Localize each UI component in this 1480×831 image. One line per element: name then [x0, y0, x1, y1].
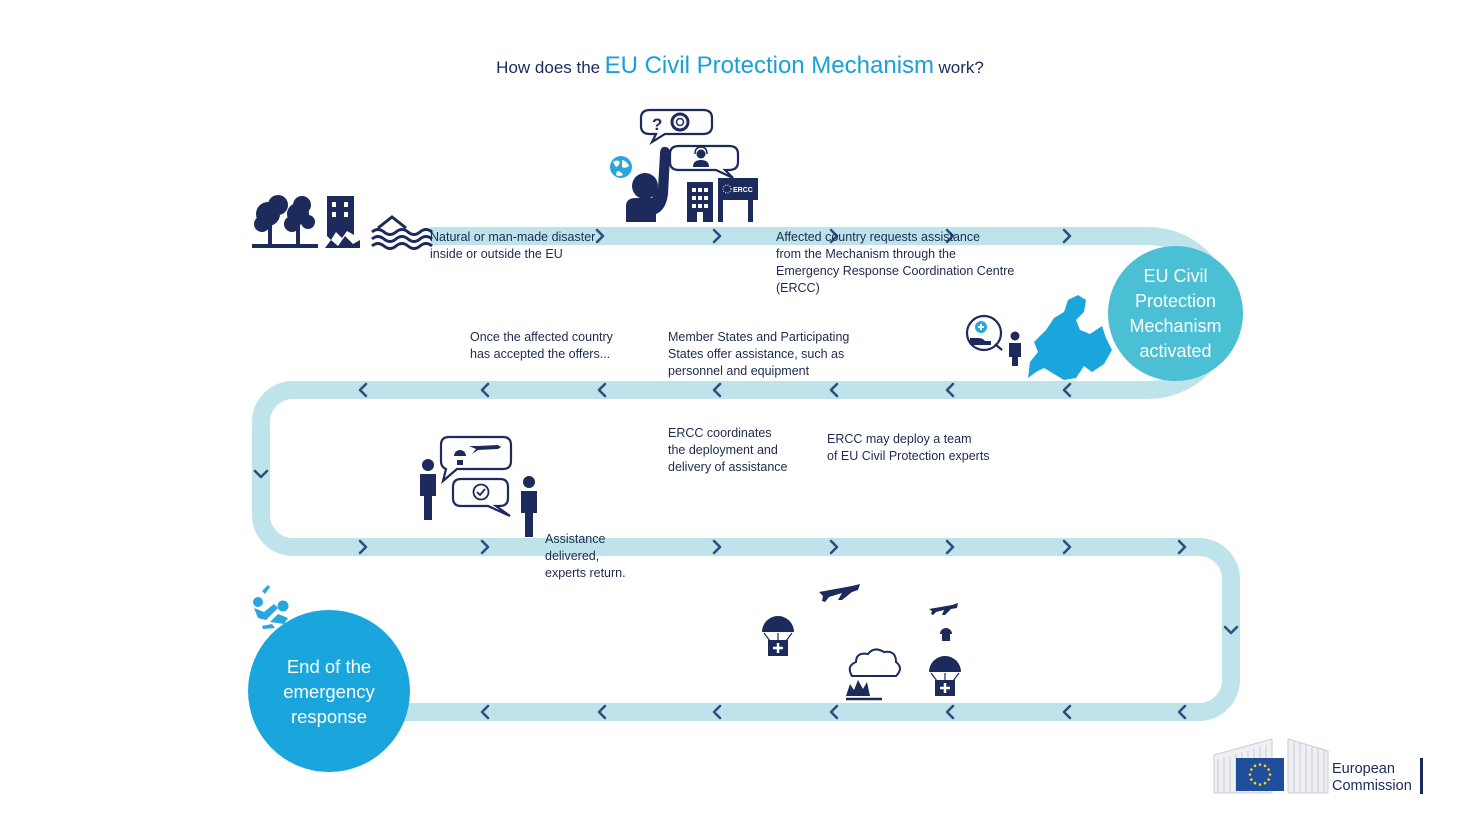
person-icon: [420, 459, 436, 520]
chevron-icon: [712, 539, 722, 555]
parachute-aid-icon: [762, 616, 794, 656]
chevron-icon: [480, 382, 490, 398]
eu-stars: [1248, 763, 1272, 786]
chevron-icon: [1062, 228, 1072, 244]
help-hand-icon: [965, 314, 1003, 352]
parachute-aid-icon: [940, 628, 952, 641]
chevron-icon: [945, 382, 955, 398]
eu-star-icon: [1258, 783, 1262, 786]
plane-icon: [929, 603, 958, 615]
page-title: How does the EU Civil Protection Mechani…: [0, 52, 1480, 80]
chevron-icon: [253, 469, 269, 479]
flood-icon: [371, 215, 433, 250]
eu-star-icon: [1263, 781, 1267, 785]
eu-star-icon: [1253, 764, 1257, 768]
eu-flag-icon: [1236, 758, 1284, 791]
chevron-icon: [1223, 625, 1239, 635]
eu-star-icon: [1253, 781, 1257, 785]
question-lifebuoy-bubble-icon: ?: [639, 108, 714, 145]
person-waving-icon: [626, 146, 671, 222]
chevron-icon: [829, 539, 839, 555]
eu-star-icon: [1268, 773, 1272, 776]
step-coordinates-label: ERCC coordinates the deployment and deli…: [668, 426, 788, 474]
person-icon: [521, 476, 537, 537]
chevron-icon: [1062, 704, 1072, 720]
chevron-icon: [1062, 382, 1072, 398]
step-accepted-label: Once the affected country has accepted t…: [470, 330, 613, 361]
eu-star-icon: [1250, 778, 1253, 781]
chevron-icon: [358, 539, 368, 555]
chevron-icon: [945, 539, 955, 555]
hospital-building-icon: [687, 182, 713, 222]
people-conversation-icon: [420, 435, 537, 537]
chevron-icon: [597, 704, 607, 720]
chevron-icon: [945, 704, 955, 720]
chevron-icon: [829, 382, 839, 398]
step-request-label: Affected country requests assistance fro…: [776, 230, 1015, 295]
chevron-icon: [1177, 539, 1187, 555]
end-of-response-circle: End of the emergency response: [248, 610, 410, 772]
chevron-icon: [480, 539, 490, 555]
damaged-building-icon: [325, 196, 360, 248]
ercc-sign-text: ERCC: [733, 187, 753, 194]
ercc-sign-icon: ERCC: [718, 178, 758, 222]
chevron-icon: [358, 382, 368, 398]
rescue-icon: [253, 585, 289, 629]
european-commission-text: European Commission: [1332, 761, 1412, 794]
direction-chevrons: [253, 228, 1239, 720]
step-offer-label: Member States and Participating States o…: [668, 330, 850, 378]
chevron-icon: [829, 228, 839, 244]
eu-star-icon: [1267, 778, 1270, 781]
step-disaster-label: Natural or man-made disaster inside or o…: [430, 230, 596, 261]
title-highlight: EU Civil Protection Mechanism: [604, 52, 935, 79]
chevron-icon: [945, 228, 955, 244]
eu-star-icon: [1248, 773, 1252, 776]
chevron-icon: [712, 228, 722, 244]
chevron-icon: [712, 704, 722, 720]
mechanism-activated-circle: EU Civil Protection Mechanism activated: [1108, 246, 1243, 381]
step-delivered-label: Assistance delivered, experts return.: [545, 532, 626, 580]
chevron-icon: [597, 382, 607, 398]
chevron-icon: [829, 704, 839, 720]
globe-icon: [610, 156, 632, 178]
eu-star-icon: [1250, 768, 1253, 771]
eu-star-icon: [1267, 768, 1270, 771]
chevron-icon: [1177, 704, 1187, 720]
title-prefix: How does the: [496, 58, 601, 77]
europe-map-icon: [1028, 295, 1112, 380]
step-deploy-team-label: ERCC may deploy a team of EU Civil Prote…: [827, 432, 990, 463]
eu-star-icon: [1263, 764, 1267, 768]
trees-icon: [252, 195, 318, 248]
svg-text:?: ?: [652, 115, 662, 134]
chevron-icon: [1062, 539, 1072, 555]
chevron-icon: [712, 382, 722, 398]
plane-icon: [819, 584, 860, 602]
european-commission-logo: [1213, 738, 1329, 794]
call-center-bubble-icon: [668, 144, 740, 179]
title-suffix: work?: [938, 58, 984, 77]
person-icon: [1009, 331, 1021, 366]
logo-divider: [1420, 758, 1423, 794]
wildfire-smoke-icon: [846, 648, 901, 701]
eu-star-icon: [1258, 763, 1262, 766]
chevron-icon: [480, 704, 490, 720]
parachute-aid-icon: [929, 656, 961, 696]
chevron-icon: [595, 228, 605, 244]
